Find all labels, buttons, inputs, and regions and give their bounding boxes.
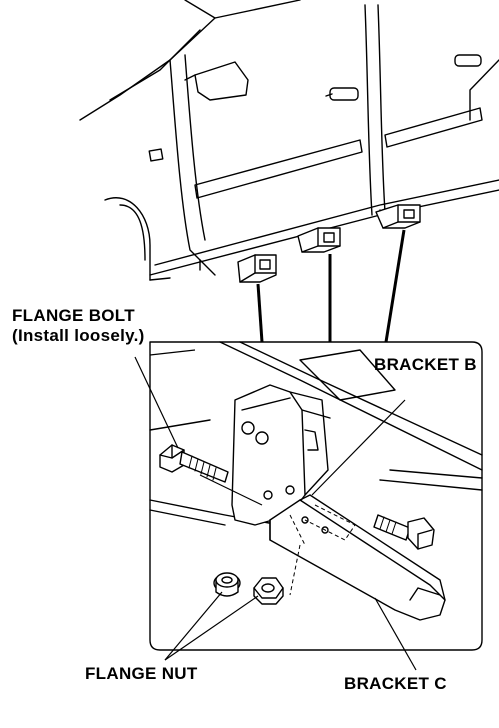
- bracket-mount-middle: [297, 227, 341, 253]
- label-flange-nut: FLANGE NUT: [85, 664, 198, 683]
- flange-nut-left: [213, 572, 241, 597]
- bracket-b: [231, 384, 331, 526]
- detail-contents: [149, 341, 483, 621]
- bracket-mount-rear: [375, 204, 421, 229]
- flange-nut-right: [253, 577, 284, 605]
- bracket-mounts: [237, 204, 421, 283]
- label-flange-bolt-note: (Install loosely.): [12, 326, 145, 345]
- detail-frame: [149, 341, 483, 651]
- label-leaders: [134, 349, 417, 671]
- bracket-c: [269, 494, 446, 621]
- detail-leaders: [256, 229, 406, 343]
- label-bracket-c: BRACKET C: [344, 674, 447, 693]
- bracket-mount-front: [237, 254, 277, 283]
- vehicle-body: [79, 0, 499, 281]
- label-bracket-b: BRACKET B: [374, 355, 477, 374]
- flange-bolt-left: [159, 444, 229, 483]
- label-flange-bolt: FLANGE BOLT: [12, 306, 135, 325]
- flange-bolt-right: [373, 514, 435, 550]
